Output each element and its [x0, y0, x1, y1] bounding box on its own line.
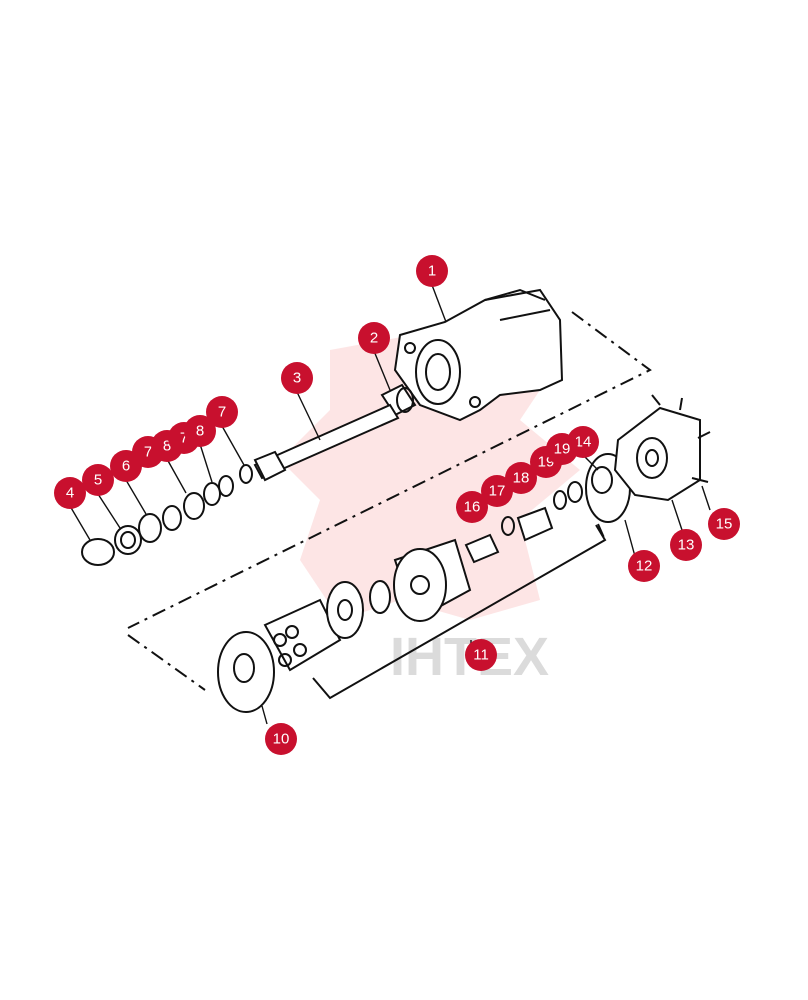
- svg-text:8: 8: [196, 423, 204, 440]
- callout-19b[interactable]: 19: [546, 433, 578, 465]
- seal-and-ring-parts: [81, 464, 253, 566]
- svg-text:2: 2: [370, 330, 378, 347]
- end-cover-part: [613, 394, 711, 502]
- svg-text:13: 13: [678, 537, 695, 554]
- swash-plate-part: [217, 631, 275, 713]
- callout-16[interactable]: 16: [456, 491, 488, 523]
- svg-text:3: 3: [293, 370, 301, 387]
- svg-text:4: 4: [66, 485, 74, 502]
- svg-text:10: 10: [273, 731, 290, 748]
- housing-part: [393, 288, 564, 422]
- valve-small-parts: [464, 466, 613, 564]
- callout-13[interactable]: 13: [670, 529, 702, 561]
- svg-text:18: 18: [513, 470, 530, 487]
- leader-lines: [69, 284, 711, 725]
- callout-10[interactable]: 10: [265, 723, 297, 755]
- group-brackets: [312, 524, 607, 700]
- svg-text:11: 11: [473, 647, 489, 664]
- callout-4[interactable]: 4: [54, 477, 86, 509]
- assembly-boundaries: [127, 311, 652, 691]
- callout-3[interactable]: 3: [281, 362, 313, 394]
- callout-5[interactable]: 5: [82, 464, 114, 496]
- callouts: 1 2 3 4 5 6 7 8 7 8 7 10 11 12 13 1: [54, 255, 740, 755]
- svg-text:14: 14: [575, 434, 592, 451]
- callout-2[interactable]: 2: [358, 322, 390, 354]
- callout-17[interactable]: 17: [481, 475, 513, 507]
- svg-text:5: 5: [94, 472, 102, 489]
- svg-text:17: 17: [489, 483, 506, 500]
- callout-8b[interactable]: 8: [184, 415, 216, 447]
- drive-shaft-part: [253, 403, 400, 482]
- svg-text:12: 12: [636, 558, 653, 575]
- svg-text:1: 1: [428, 263, 436, 280]
- rotating-group-part: [263, 538, 472, 672]
- callout-15[interactable]: 15: [708, 508, 740, 540]
- svg-text:19: 19: [554, 441, 571, 458]
- svg-text:15: 15: [716, 516, 733, 533]
- svg-text:7: 7: [218, 404, 226, 421]
- callout-11[interactable]: 11: [465, 639, 497, 671]
- svg-text:8: 8: [163, 438, 171, 455]
- callout-12[interactable]: 12: [628, 550, 660, 582]
- svg-text:6: 6: [122, 458, 130, 475]
- svg-text:7: 7: [144, 444, 152, 461]
- svg-text:7: 7: [180, 430, 188, 447]
- callout-7c[interactable]: 7: [206, 396, 238, 428]
- svg-text:16: 16: [464, 499, 481, 516]
- callout-18[interactable]: 18: [505, 462, 537, 494]
- callout-1[interactable]: 1: [416, 255, 448, 287]
